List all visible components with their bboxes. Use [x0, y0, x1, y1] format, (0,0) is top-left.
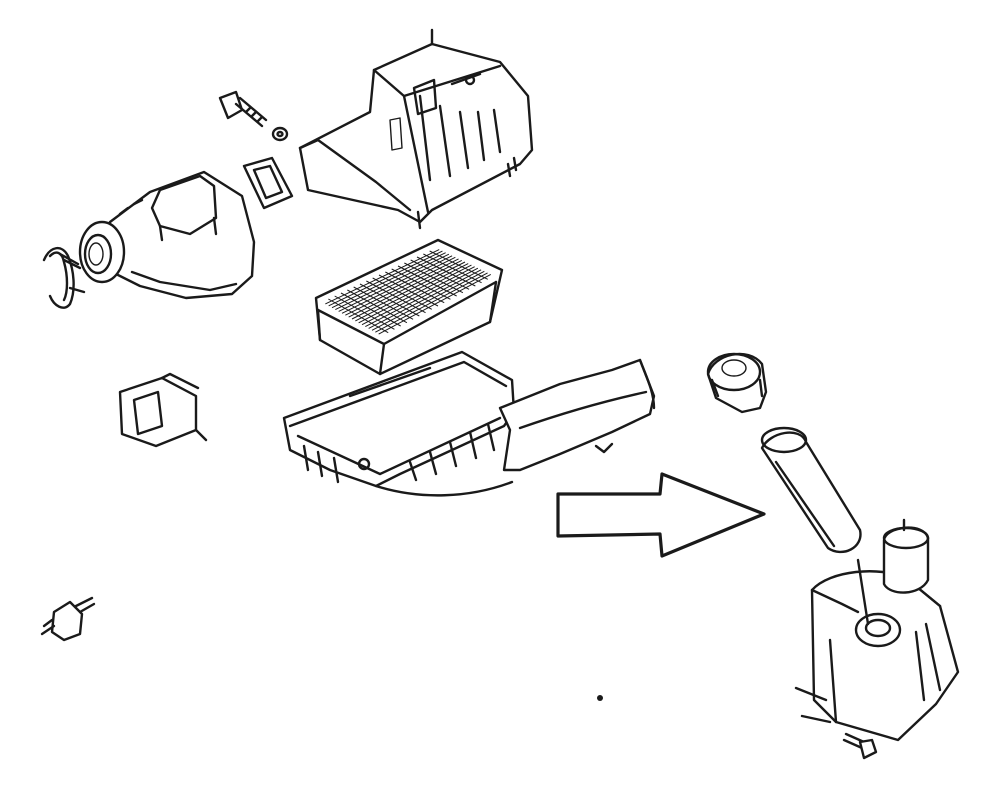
hose-clamp: [42, 247, 86, 309]
rubber-mount: [40, 596, 96, 642]
filter-mesh-line: [375, 272, 488, 333]
filter-mesh-line: [423, 253, 482, 284]
bolt-washer: [271, 126, 289, 142]
air-cleaner-upper-housing: [298, 28, 534, 230]
housing-gasket: [242, 156, 294, 210]
filter-mesh-line: [371, 270, 485, 331]
duct-grommet: [118, 372, 208, 448]
filter-mesh-line: [429, 250, 488, 280]
air-cleaner-lower-case: [282, 350, 516, 488]
housing-bolt: [218, 90, 268, 128]
air-filter-element: [314, 238, 504, 376]
intake-duct: [374, 358, 656, 497]
air-flow-meter: [78, 170, 256, 300]
reservoir-bolt: [842, 732, 878, 760]
washer-reservoir: [794, 518, 960, 742]
reservoir-cap: [706, 352, 768, 414]
direction-arrow: [556, 472, 766, 558]
filler-hose: [760, 426, 862, 554]
filter-mesh-line: [378, 274, 492, 335]
reference-dot: [597, 695, 603, 701]
